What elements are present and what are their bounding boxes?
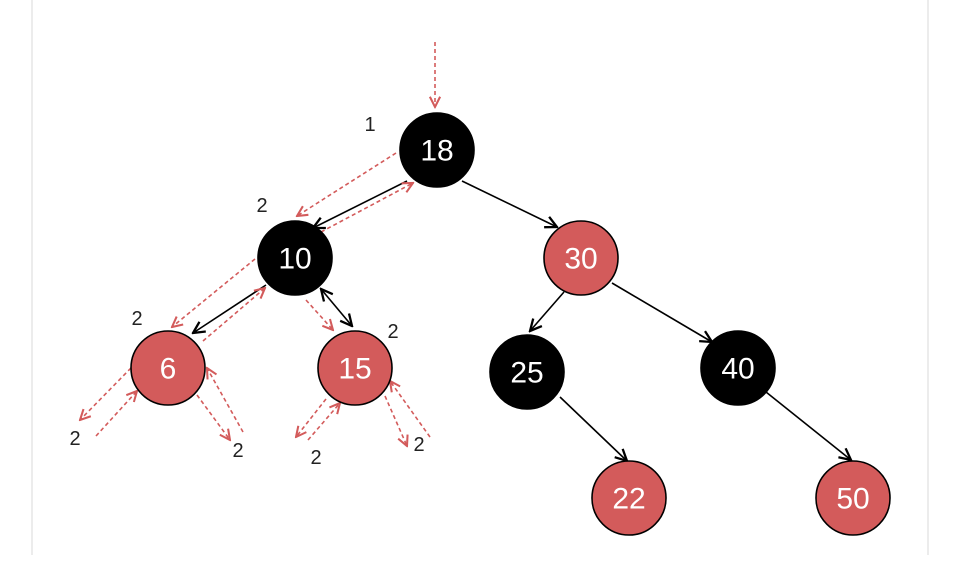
trace-18-to-10 [297, 152, 397, 216]
node-label: 10 [278, 243, 311, 276]
node-label: 6 [160, 353, 177, 386]
node-40: 40 [700, 330, 776, 406]
count-label-15-right-leaf: 2 [413, 434, 424, 456]
node-50: 50 [815, 460, 891, 536]
trace-6-left-up [95, 391, 137, 437]
node-25: 25 [489, 334, 565, 410]
node-18: 18 [399, 112, 475, 188]
node-label: 50 [836, 483, 869, 516]
count-label-10: 2 [256, 195, 267, 217]
trace-15-right-down [384, 395, 407, 446]
count-label-18: 1 [364, 114, 375, 136]
edge-10-15 [321, 289, 352, 326]
edge-25-22 [559, 396, 627, 461]
trace-6-right-down [196, 394, 230, 440]
trace-15-right-up [390, 381, 431, 438]
node-label: 18 [420, 135, 453, 168]
count-label-6: 2 [131, 308, 142, 330]
count-label-15: 2 [387, 321, 398, 343]
node-label: 40 [721, 353, 754, 386]
node-label: 30 [564, 243, 597, 276]
edge-30-25 [530, 291, 565, 331]
node-label: 25 [510, 357, 543, 390]
edge-10-6 [193, 284, 267, 333]
trace-6-to-10 [202, 288, 265, 342]
node-label: 22 [612, 483, 645, 516]
node-label: 15 [338, 353, 371, 386]
edge-30-40 [611, 282, 712, 342]
edge-18-30 [461, 180, 557, 227]
trace-6-left-down [80, 367, 132, 420]
node-10: 10 [257, 220, 333, 296]
count-label-6-right-leaf: 2 [232, 440, 243, 462]
edge-40-50 [765, 391, 851, 460]
count-label-6-left-leaf: 2 [69, 428, 80, 450]
node-15: 15 [317, 330, 393, 406]
trace-10-to-18 [320, 183, 413, 233]
node-6: 6 [130, 330, 206, 406]
trace-15-left-up [307, 403, 340, 441]
node-30: 30 [543, 220, 619, 296]
trace-10-to-15 [305, 299, 333, 330]
trace-10-to-6 [172, 258, 256, 327]
count-label-15-left-leaf: 2 [310, 447, 321, 469]
edge-18-10 [313, 180, 408, 228]
trace-15-left-down [296, 398, 327, 437]
node-22: 22 [591, 460, 667, 536]
trace-6-right-up [207, 368, 244, 433]
